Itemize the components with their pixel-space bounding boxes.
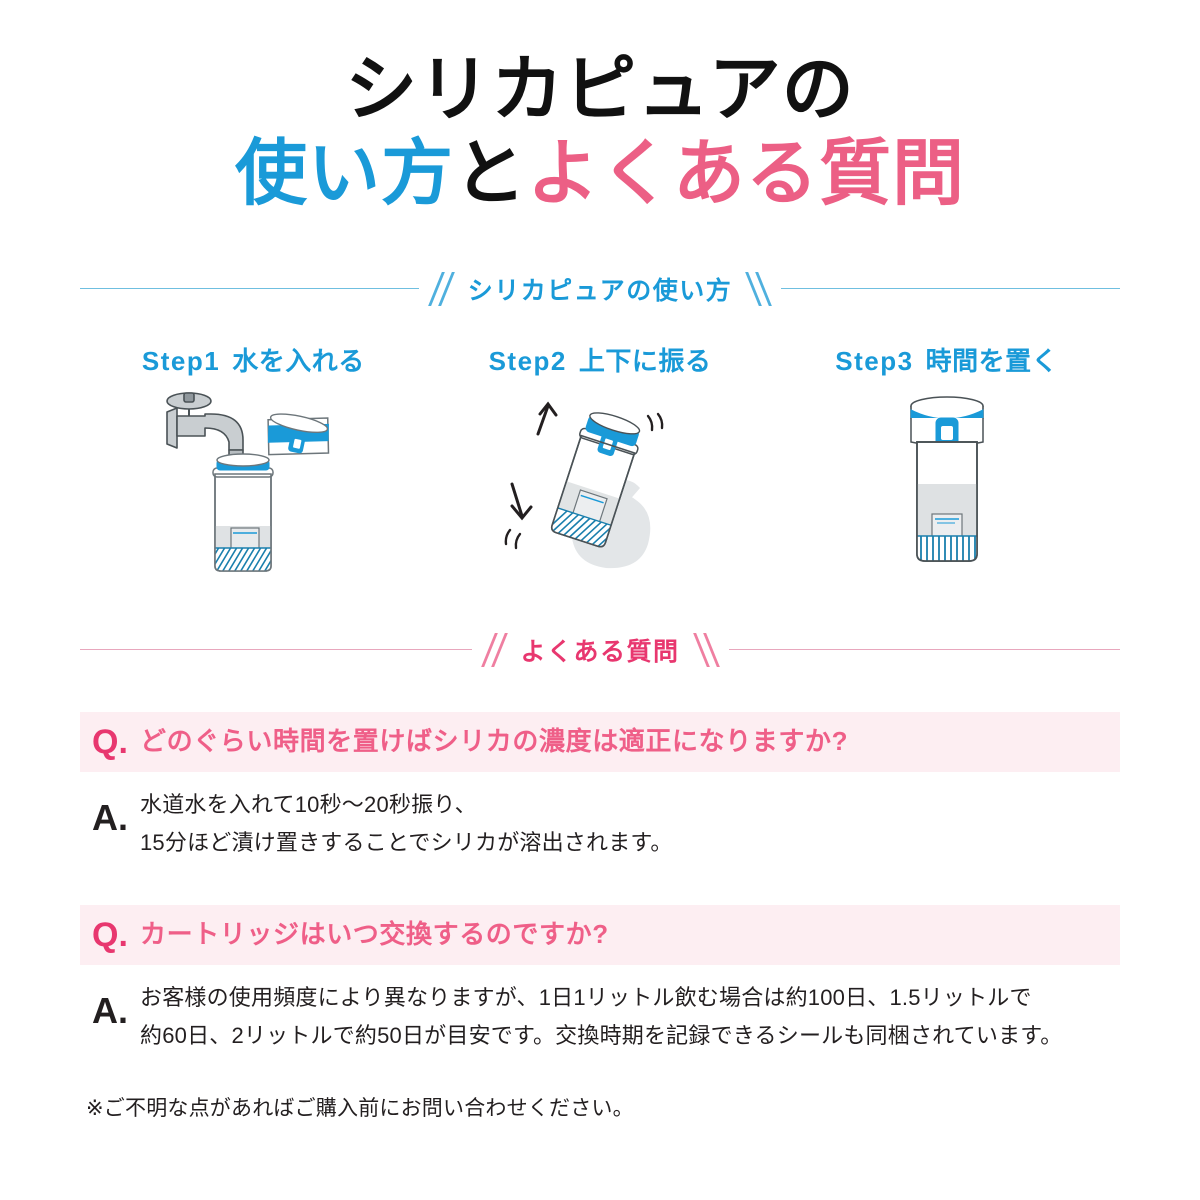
step-1-label: 水を入れる	[232, 345, 365, 376]
step-2: Step2 上下に振る	[427, 341, 774, 578]
faq-answer-line: 約60日、2リットルで約50日が目安です。交換時期を記録できるシールも同梱されて…	[140, 1023, 1063, 1049]
question-marker: Q.	[92, 915, 128, 954]
faq-answer-line: お客様の使用頻度により異なりますが、1日1リットル飲む場合は約100日、1.5リ…	[140, 984, 1032, 1010]
divider-rule-right	[781, 288, 1121, 290]
answer-marker: A.	[92, 989, 128, 1031]
step-3-label: 時間を置く	[925, 345, 1059, 376]
divider-rule-right	[728, 649, 1121, 651]
divider-slashes-right	[684, 632, 729, 667]
step-1-number: Step1	[141, 345, 221, 376]
title-faq-word: よくある質問	[527, 134, 966, 215]
faq-section-divider: よくある質問	[80, 632, 1121, 668]
step-1-title: Step1 水を入れる	[80, 341, 427, 378]
faq-item-1: Q. どのぐらい時間を置けばシリカの濃度は適正になりますか? A. 水道水を入れ…	[80, 711, 1120, 863]
usage-section-divider: シリカピュアの使い方	[80, 271, 1121, 307]
answer-marker: A.	[92, 796, 128, 838]
divider-slashes-right	[736, 271, 781, 306]
divider-rule-left	[80, 649, 472, 651]
faq-note: ※ご不明な点があればご購入前にお問い合わせください。	[86, 1096, 634, 1120]
title-line-1: シリカピュアの	[345, 50, 855, 130]
faq-divider-label: よくある質問	[520, 637, 680, 666]
divider-slashes-left	[472, 632, 517, 667]
faq-question-text: カートリッジはいつ交換するのですか?	[140, 919, 609, 950]
step-2-illustration	[427, 388, 774, 578]
divider-slashes-left	[419, 271, 464, 306]
step-1-illustration	[80, 388, 427, 578]
faq-question-text: どのぐらい時間を置けばシリカの濃度は適正になりますか?	[140, 726, 849, 757]
title-usage-word: 使い方	[234, 134, 454, 215]
step-3-number: Step3	[835, 345, 914, 376]
step-3: Step3 時間を置く	[773, 341, 1120, 578]
usage-steps: Step1 水を入れる	[80, 341, 1120, 578]
question-marker: Q.	[92, 722, 128, 761]
step-2-title: Step2 上下に振る	[427, 341, 774, 378]
title-line-2: 使い方とよくある質問	[0, 136, 1200, 212]
faq-item-2: Q. カートリッジはいつ交換するのですか? A. お客様の使用頻度により異なりま…	[80, 904, 1120, 1056]
divider-rule-left	[80, 288, 419, 290]
faq-answer-line: 水道水を入れて10秒〜20秒振り、	[140, 791, 477, 817]
step-1: Step1 水を入れる	[80, 341, 427, 578]
faq-answer-row: A. お客様の使用頻度により異なりますが、1日1リットル飲む場合は約100日、1…	[80, 965, 1120, 1056]
faq-answer-text: お客様の使用頻度により異なりますが、1日1リットル飲む場合は約100日、1.5リ…	[140, 979, 1062, 1056]
faq-answer-text: 水道水を入れて10秒〜20秒振り、 15分ほど漬け置きすることでシリカが溶出され…	[140, 786, 673, 863]
faq-list: Q. どのぐらい時間を置けばシリカの濃度は適正になりますか? A. 水道水を入れ…	[80, 711, 1120, 1056]
page-title: シリカピュアの 使い方とよくある質問	[0, 0, 1200, 213]
step-2-number: Step2	[488, 345, 567, 376]
faq-question-row: Q. カートリッジはいつ交換するのですか?	[80, 904, 1120, 965]
faq-answer-row: A. 水道水を入れて10秒〜20秒振り、 15分ほど漬け置きすることでシリカが溶…	[80, 772, 1120, 863]
faq-answer-line: 15分ほど漬け置きすることでシリカが溶出されます。	[140, 830, 673, 856]
filled-bottle-icon	[909, 395, 984, 562]
step-3-title: Step3 時間を置く	[773, 341, 1120, 378]
title-conjunction: と	[453, 134, 527, 215]
faq-question-row: Q. どのぐらい時間を置けばシリカの濃度は適正になりますか?	[80, 711, 1120, 772]
step-2-label: 上下に振る	[578, 345, 712, 376]
shaking-bottle-icon	[504, 401, 664, 568]
step-3-illustration	[773, 388, 1120, 578]
faucet-bottle-icon	[166, 391, 330, 572]
usage-divider-label: シリカピュアの使い方	[467, 276, 733, 305]
